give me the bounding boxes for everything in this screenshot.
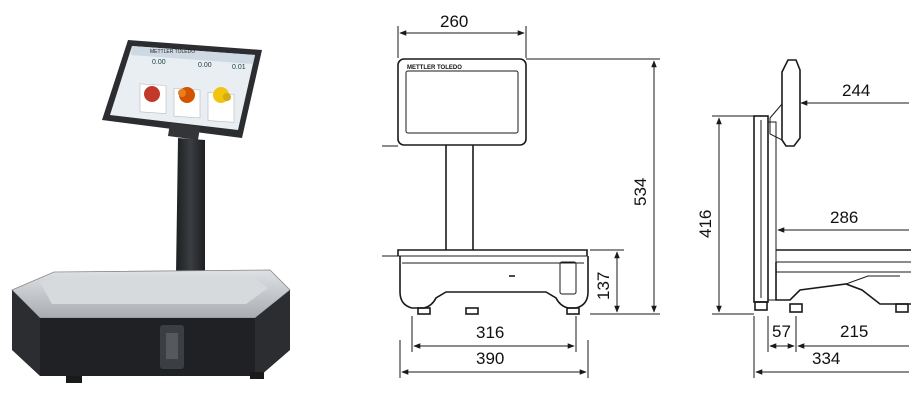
dim-label-137: 137	[594, 272, 613, 300]
dim-label-316: 316	[476, 323, 504, 342]
dim-label-334: 334	[812, 349, 840, 368]
screen-price-1: 0.00	[152, 59, 166, 66]
front-display-frame	[397, 58, 527, 146]
product-photo: METTLER TOLEDO 0.00 0.00 0.01	[11, 40, 291, 383]
screen-logo: METTLER TOLEDO	[150, 49, 195, 55]
dim-label-534: 534	[631, 178, 650, 206]
dim-label-390: 390	[476, 349, 504, 368]
dim-label-244: 244	[842, 81, 870, 100]
screen-price-2: 0.00	[198, 62, 212, 69]
dim-label-260: 260	[440, 12, 468, 31]
dim-label-57: 57	[772, 322, 791, 341]
dim-label-416: 416	[696, 210, 715, 238]
front-display-logo: METTLER TOLEDO	[407, 65, 462, 71]
dim-label-215: 215	[840, 322, 868, 341]
dim-label-286: 286	[830, 208, 858, 227]
screen-price-3: 0.01	[232, 64, 246, 71]
front-view-drawing: METTLER TOLEDO 260 534 137	[382, 12, 660, 378]
side-view-drawing: 244 416 286 57 215 334	[696, 59, 911, 378]
